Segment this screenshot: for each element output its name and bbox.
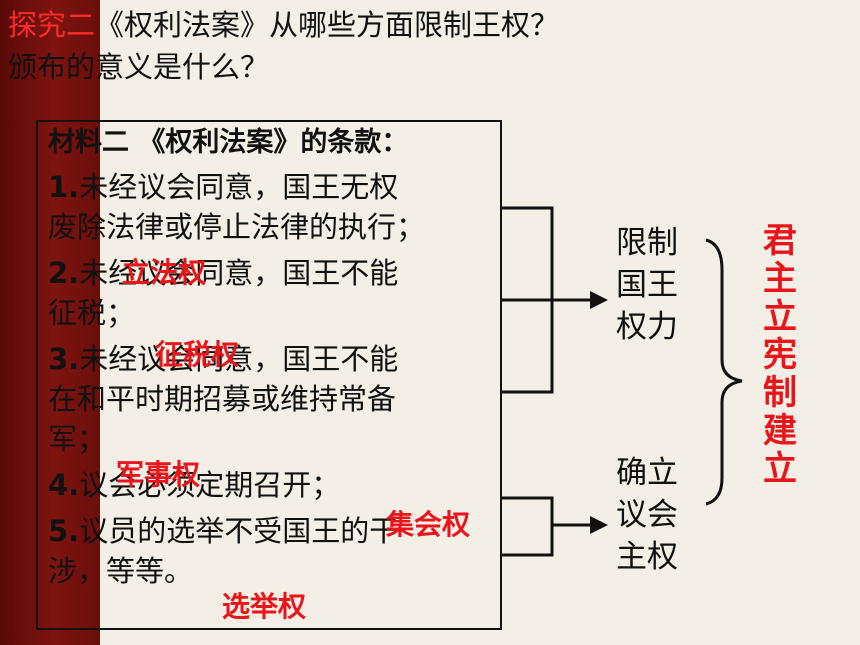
limit-royal-power: 限制 国王 权力 — [616, 225, 678, 345]
material-line-5: 3.未经议会同意，国王不能 — [48, 342, 399, 376]
question-title-rest: 《权利法案》从哪些方面限制王权？ — [95, 8, 560, 42]
question-title: 探究二《权利法案》从哪些方面限制王权？ — [8, 8, 559, 42]
material-line-9: 5.议员的选举不受国王的干 — [48, 514, 399, 548]
question-title-highlight: 探究二 — [8, 8, 96, 42]
material-line-4: 征税； — [48, 296, 136, 330]
conclusion-constitutional-monarchy: 君 主 立 宪 制 建 立 — [763, 221, 797, 489]
material-heading: 材料二 《权利法案》的条款： — [48, 127, 409, 158]
establish-parliament-sovereignty: 确立 议会 主权 — [616, 455, 678, 575]
limit-arrow-head — [590, 291, 608, 309]
question-subtitle: 颁布的意义是什么？ — [8, 50, 270, 84]
material-line-2: 废除法律或停止法律的执行； — [48, 210, 426, 244]
material-line-8: 4.议会必须定期召开； — [48, 468, 341, 502]
material-line-1: 1.未经议会同意，国王无权 — [48, 170, 399, 204]
establish-bracket — [502, 496, 554, 557]
curly-brace — [705, 238, 743, 506]
material-box: 材料二 《权利法案》的条款： 1.未经议会同意，国王无权 废除法律或停止法律的执… — [36, 120, 502, 630]
label-election-power: 选举权 — [222, 590, 307, 623]
label-legislative-power: 立法权 — [122, 256, 207, 289]
material-line-6: 在和平时期招募或维持常备 — [48, 382, 397, 416]
material-line-3: 2.未经议会同意，国王不能 — [48, 256, 399, 290]
establish-arrow-head — [590, 516, 608, 534]
label-assembly-power: 集会权 — [386, 508, 471, 541]
label-taxation-power: 征税权 — [155, 338, 240, 371]
material-line-7: 军； — [48, 422, 107, 456]
decorative-side-band — [0, 0, 100, 645]
material-line-10: 涉，等等。 — [48, 554, 194, 588]
label-military-power: 军事权 — [116, 458, 201, 491]
